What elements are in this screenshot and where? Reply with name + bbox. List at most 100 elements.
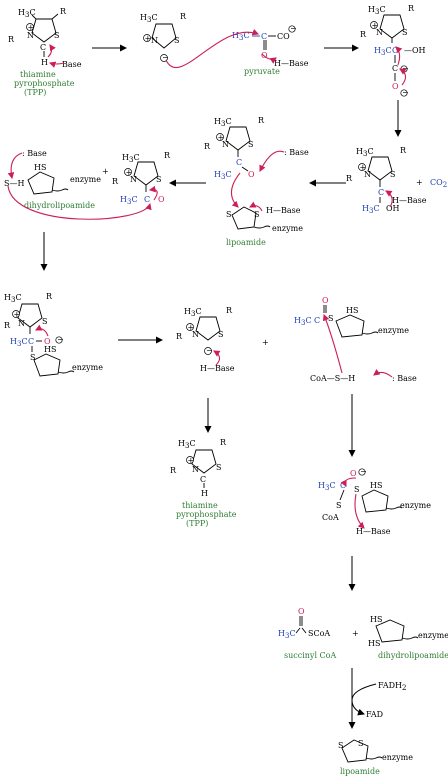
tpp-structure-1: H3C R + N S R C H Base thiamine pyrophos… (8, 7, 82, 97)
svg-text:+: + (145, 34, 152, 43)
svg-text:S: S (218, 330, 223, 339)
fadh2-curve (351, 683, 377, 716)
svg-text:N: N (192, 465, 199, 474)
pyruvate-name: pyruvate (244, 67, 280, 76)
svg-text:S—H: S—H (4, 179, 24, 188)
svg-text:S: S (30, 353, 35, 362)
svg-text:R: R (204, 142, 211, 151)
svg-text:S: S (402, 28, 407, 37)
svg-text:H—Base: H—Base (356, 527, 391, 536)
svg-text:enzyme: enzyme (72, 363, 103, 372)
tpp-regenerated-structure: H3C R + R N S C H thiamine pyrophosphate… (170, 438, 237, 528)
svg-text:S: S (54, 31, 59, 40)
acetyl-lipoamide-tpp-structure: H3C R + R N S H3C C O − S HS enzyme (4, 292, 103, 377)
pyruvate-structure: H3C C CO − O pyruvate H—Base (165, 24, 309, 76)
svg-text:enzyme: enzyme (272, 224, 303, 233)
svg-text:: Base: : Base (22, 149, 47, 158)
svg-text:R: R (220, 438, 227, 447)
svg-text:+: + (188, 323, 195, 332)
svg-text:−: − (360, 467, 367, 476)
ylide-regenerated-structure: H3C R + R N S − H—Base (176, 306, 235, 373)
svg-text:O: O (392, 82, 399, 91)
svg-text:R: R (8, 35, 15, 44)
svg-text:HS: HS (44, 345, 56, 354)
svg-text:S: S (226, 210, 231, 219)
svg-text:S: S (390, 170, 395, 179)
svg-text:O: O (158, 195, 165, 204)
svg-text:H3C: H3C (184, 307, 202, 318)
svg-text:H3C: H3C (232, 31, 250, 42)
svg-text:C: C (236, 158, 242, 167)
svg-text:O: O (350, 469, 357, 478)
svg-text:−: − (57, 335, 64, 344)
svg-text:S: S (216, 463, 221, 472)
svg-text:C: C (392, 46, 398, 55)
svg-text:HS: HS (346, 306, 358, 315)
svg-text:R: R (176, 332, 183, 341)
svg-text:S: S (254, 210, 259, 219)
plus-sign-row3: + (262, 338, 269, 347)
svg-text:S: S (174, 36, 179, 45)
svg-text:+: + (28, 23, 35, 32)
svg-text:N: N (151, 36, 158, 45)
svg-text:H3C: H3C (356, 147, 374, 158)
svg-text:R: R (258, 116, 265, 125)
plus-sign-row5: + (352, 629, 359, 638)
svg-text:H3C: H3C (374, 46, 392, 57)
svg-text:O: O (298, 607, 305, 616)
svg-text:C: C (392, 64, 398, 73)
svg-text:S: S (358, 739, 363, 748)
svg-text:N: N (364, 170, 371, 179)
svg-text:H—Base: H—Base (200, 364, 235, 373)
svg-text:R: R (164, 151, 171, 160)
ylide-structure: H3C R + N S − (140, 12, 187, 62)
svg-text:enzyme: enzyme (70, 175, 101, 184)
svg-text:C: C (144, 195, 150, 204)
svg-text:CO2: CO2 (430, 178, 447, 189)
svg-text:H3C: H3C (122, 153, 140, 164)
hydroxyethyl-tpp-structure: H3C R + R N S H3C C OH H—Base + CO2 (346, 146, 447, 215)
svg-text:C: C (200, 475, 206, 484)
svg-text:S: S (336, 501, 341, 510)
svg-text:C: C (378, 188, 384, 197)
svg-text:−: − (402, 88, 409, 97)
svg-text:C: C (261, 32, 267, 41)
svg-text:+: + (416, 178, 423, 187)
svg-text:S: S (248, 140, 253, 149)
svg-text:−: − (290, 24, 297, 33)
svg-text:+: + (372, 21, 379, 30)
svg-text:enzyme: enzyme (382, 753, 413, 762)
svg-text:: Base: : Base (392, 374, 417, 383)
svg-text:+: + (126, 168, 133, 177)
svg-text:−: − (162, 53, 169, 62)
svg-text:H3C: H3C (10, 337, 28, 348)
svg-text:N: N (18, 319, 25, 328)
lipoamide-regenerated-structure: S S enzyme lipoamide (338, 739, 413, 776)
svg-text:HS: HS (370, 615, 382, 624)
svg-text:H: H (201, 489, 208, 498)
succinyl-coa-name: succinyl CoA (284, 651, 336, 660)
svg-text:CoA: CoA (322, 513, 339, 522)
svg-text:CoA—S—H: CoA—S—H (310, 374, 355, 383)
svg-text:H3C: H3C (18, 8, 36, 19)
svg-text:S: S (156, 175, 161, 184)
svg-text:N: N (27, 31, 34, 40)
svg-text:H3C: H3C (318, 481, 336, 492)
svg-text:S: S (328, 314, 333, 323)
fadh2-label: FADH2 (378, 681, 407, 692)
svg-text:R: R (170, 466, 177, 475)
svg-text:H—Base: H—Base (266, 206, 301, 215)
svg-text:N: N (376, 28, 383, 37)
svg-text:R: R (180, 12, 187, 21)
tpp-regen-name-line3: (TPP) (186, 519, 208, 528)
svg-text:H3C: H3C (278, 629, 296, 640)
svg-text:R: R (360, 30, 367, 39)
svg-text:−: − (206, 346, 213, 355)
svg-text:CO: CO (277, 32, 290, 41)
svg-text:R: R (4, 321, 11, 330)
svg-text:+: + (102, 167, 109, 176)
acetyl-dihydrolipoamide-structure: O H3C C S HS enzyme CoA—S—H : Base (294, 296, 417, 383)
svg-text:H3C: H3C (140, 13, 158, 24)
tpp-name-line2: pyrophosphate (14, 79, 75, 88)
